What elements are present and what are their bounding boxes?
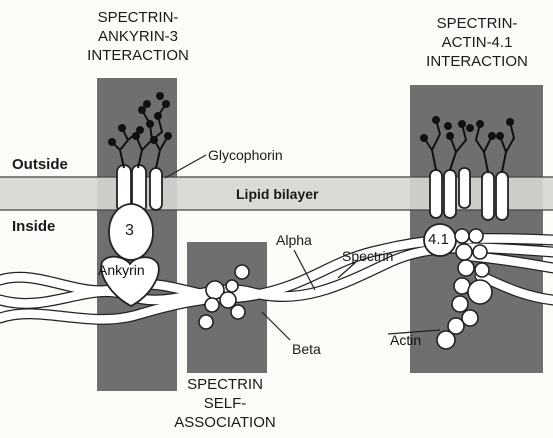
heading-spectrin-ankyrin: SPECTRIN- ANKYRIN-3 INTERACTION	[68, 8, 208, 65]
heading-line: SPECTRIN-	[402, 14, 552, 33]
heading-spectrin-actin: SPECTRIN- ACTIN-4.1 INTERACTION	[402, 14, 552, 71]
label-protein-41: 4.1	[428, 231, 449, 248]
heading-line: ANKYRIN-3	[68, 27, 208, 46]
heading-line: SPECTRIN	[160, 375, 290, 394]
label-beta: Beta	[292, 341, 321, 358]
label-inside: Inside	[12, 218, 55, 235]
glycophorin-stalk	[150, 168, 162, 210]
label-lipid-bilayer: Lipid bilayer	[236, 186, 318, 203]
heading-line: SPECTRIN-	[68, 8, 208, 27]
heading-line: ASSOCIATION	[160, 413, 290, 432]
heading-self-association: SPECTRIN SELF- ASSOCIATION	[160, 375, 290, 432]
label-band3: 3	[125, 222, 134, 239]
label-ankyrin: Ankyrin	[98, 262, 145, 279]
heading-line: INTERACTION	[68, 46, 208, 65]
label-glycophorin: Glycophorin	[208, 147, 283, 164]
label-spectrin: Spectrin	[342, 248, 393, 265]
label-alpha: Alpha	[276, 232, 312, 249]
label-outside: Outside	[12, 156, 68, 173]
heading-line: ACTIN-4.1	[402, 33, 552, 52]
label-actin: Actin	[390, 332, 421, 349]
heading-line: INTERACTION	[402, 52, 552, 71]
heading-line: SELF-	[160, 394, 290, 413]
